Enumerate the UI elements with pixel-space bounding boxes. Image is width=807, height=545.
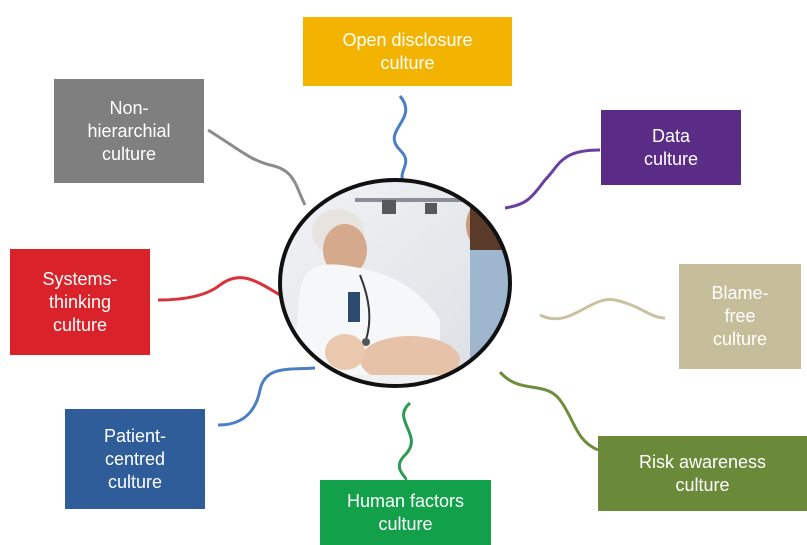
connector-open-disclosure — [392, 95, 408, 186]
connector-data — [504, 148, 601, 210]
blame-free-culture-box: Blame- free culture — [679, 264, 801, 369]
systems-thinking-culture-box: Systems- thinking culture — [10, 249, 150, 355]
open-disclosure-culture-label: Open disclosure culture — [342, 29, 473, 73]
connector-blame-free — [539, 298, 666, 321]
data-culture-box: Data culture — [601, 110, 741, 185]
non-hierarchial-culture-label: Non- hierarchial culture — [87, 97, 171, 164]
connector-non-hierarchial — [207, 128, 307, 206]
connector-risk-awareness — [498, 370, 599, 452]
data-culture-label: Data culture — [643, 125, 699, 169]
human-factors-culture-box: Human factors culture — [320, 480, 491, 545]
patient-centred-culture-box: Patient- centred culture — [65, 409, 205, 509]
human-factors-culture-label: Human factors culture — [346, 490, 465, 534]
connector-patient-centred — [217, 366, 316, 427]
open-disclosure-culture-box: Open disclosure culture — [303, 17, 512, 86]
non-hierarchial-culture-box: Non- hierarchial culture — [54, 79, 204, 183]
connector-human-factors — [397, 401, 413, 482]
connector-systems-thinking — [157, 276, 281, 302]
risk-awareness-culture-box: Risk awareness culture — [598, 436, 807, 511]
risk-awareness-culture-label: Risk awareness culture — [638, 451, 767, 495]
systems-thinking-culture-label: Systems- thinking culture — [42, 268, 118, 335]
blame-free-culture-label: Blame- free culture — [711, 283, 769, 349]
patient-centred-culture-label: Patient- centred culture — [103, 425, 167, 492]
